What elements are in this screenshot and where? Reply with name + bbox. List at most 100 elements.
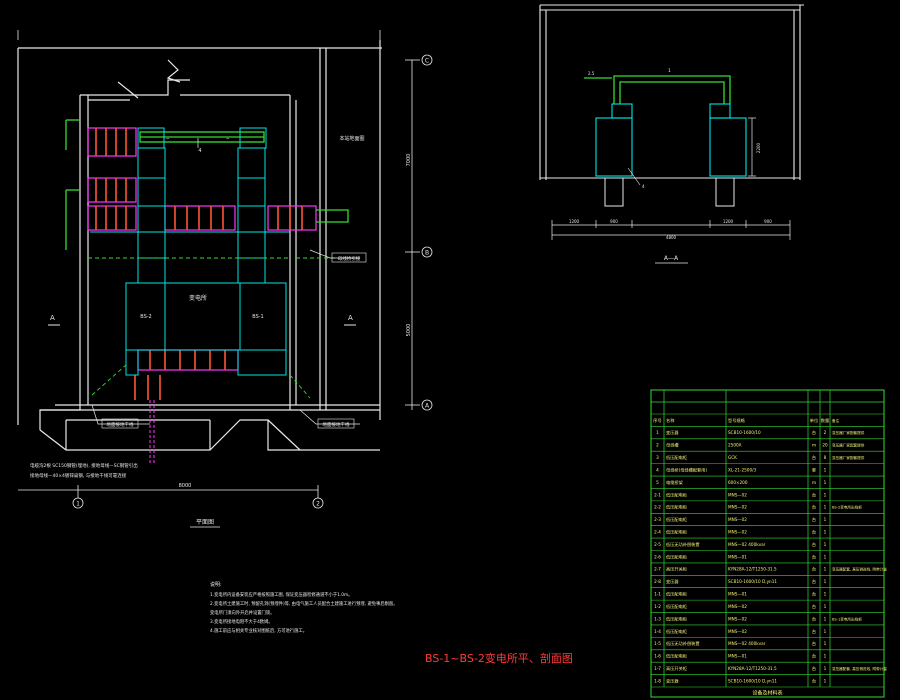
table-cell: SCB10-1600/10 D,yn11 (728, 678, 777, 683)
section-caption: A—A (664, 255, 679, 262)
table-cell: 1-1 (654, 592, 661, 597)
transformer-room (125, 282, 287, 351)
axis-bubble-2 (312, 497, 324, 509)
section-transformer-right (709, 117, 747, 177)
lineup-right (237, 147, 266, 284)
table-cell: 1 (824, 666, 827, 671)
table-cell: MNS—02 (728, 517, 747, 522)
table-cell: 低压无功补偿装置 (666, 541, 700, 548)
table-cell: 1-8 (654, 678, 661, 683)
cable-trays (87, 127, 317, 465)
plan-view: C B A 1 2 8000 7000 5000 (17, 30, 433, 528)
lineup-left (137, 147, 166, 284)
table-cell: 台 (812, 677, 816, 684)
plan-walls (17, 40, 382, 451)
table-cell: 1 (824, 480, 827, 485)
table-cell: m (812, 443, 816, 448)
section-cut-label-right: A (348, 314, 353, 322)
table-cell: 台 (812, 516, 816, 523)
table-cell: MNS—02 (728, 492, 747, 497)
table-cell: 1 (824, 467, 827, 472)
callout-right: 地面接地干线 (323, 421, 350, 428)
section-leader (627, 167, 641, 186)
axis-bubbles (72, 54, 433, 509)
table-header-cell: 型号规格 (728, 417, 746, 424)
note-item-3: 变电所门须向外开启并设置门锁。 (210, 609, 274, 616)
table-cell: 1-6 (654, 654, 661, 659)
table-cell: 2-2 (654, 505, 661, 510)
table-cell: BS-1变电所出线柜 (832, 616, 862, 621)
cable-tray-right (267, 205, 317, 231)
section-dimensions (551, 117, 791, 240)
section-bus-tag: 1 (668, 68, 671, 74)
plan-dim-right-lower: 5000 (406, 324, 412, 337)
transformer-bases (604, 177, 735, 207)
note-item-5: 4.施工前应与相关专业核对图纸后, 方可进行施工。 (210, 627, 307, 634)
axis-label-c: C (425, 58, 429, 65)
table-cell: 台 (812, 653, 816, 660)
bus-ducts (65, 119, 349, 250)
callout-box-right (317, 418, 355, 429)
room-label: 变电所 (189, 294, 207, 302)
table-cell: 低压配电柜 (666, 454, 687, 461)
axis-bubble-b (421, 246, 433, 258)
callout-box-left (101, 418, 139, 429)
table-cell: m (812, 480, 816, 485)
table-cell: 1 (824, 604, 827, 609)
plan-caption: 平面图 (196, 519, 214, 526)
table-cell: 1-7 (654, 666, 661, 671)
table-cell: 2-4 (654, 529, 661, 534)
table-cell: 1 (824, 641, 827, 646)
section-transformers (595, 103, 747, 177)
table-cell: GCK (728, 455, 737, 460)
svg-text:~: ~ (166, 136, 169, 141)
table-cell: SCB10-1600/10 D,yn11 (728, 579, 777, 584)
axis-label-1: 1 (76, 501, 80, 508)
table-frame (650, 389, 885, 698)
section-tag-a: 4 (642, 184, 645, 189)
axis-bubble-a (421, 399, 433, 411)
table-cell: 台 (812, 578, 816, 585)
table-cell: 2500A (728, 443, 742, 448)
section-left-tag: 2.5 (588, 71, 595, 76)
table-cell: 20 (822, 443, 828, 448)
table-cell: 台 (812, 640, 816, 647)
cable-tray-upper-left (87, 127, 137, 157)
table-cell: 1-3 (654, 616, 661, 621)
table-cell: MNS—01 (728, 554, 747, 559)
table-cell: 变压器厂家配套提供 (832, 455, 865, 460)
plan-dim-right-upper: 7000 (406, 154, 412, 167)
table-cell: 1 (824, 554, 827, 559)
cabinet-top-right (239, 127, 267, 149)
right-note: 本站地面图 (339, 135, 364, 142)
table-cell: 低压配电柜 (666, 591, 687, 598)
table-cell: KYN28A-12/T1250-31.5 (728, 567, 777, 572)
table-cell: 低压配电柜 (666, 653, 687, 660)
section-dim-seg-3: 1200 (723, 219, 734, 224)
plan-dimensions (17, 30, 420, 498)
table-cell: 低压无功补偿装置 (666, 640, 700, 647)
cable-tray-bottom (137, 349, 239, 371)
table-cell: 低压配电柜 (666, 615, 687, 622)
table-cell: 5 (656, 480, 659, 485)
table-cell: 台 (812, 591, 816, 598)
section-transformer-left (595, 117, 633, 177)
table-cell: 1 (824, 579, 827, 584)
table-cell: 台 (812, 553, 816, 560)
table-cell: 台 (812, 665, 816, 672)
table-cell: 母线桥(母线槽配套用) (666, 466, 707, 473)
section-bus-duct (584, 75, 731, 104)
table-cell: 低压配电柜 (666, 628, 687, 635)
table-cell: MNS—02 (728, 505, 747, 510)
table-cell: 低压配电柜 (666, 516, 687, 523)
table-cell: 变压器厂家配套提供 (832, 443, 865, 448)
table-cell: 变压器厂家配套提供 (832, 430, 865, 435)
table-cell: 600×200 (728, 480, 748, 485)
table-cell: 台 (812, 628, 816, 635)
table-cell: 高压开关柜 (666, 566, 687, 573)
table-cell: 1 (824, 629, 827, 634)
table-cell: 母线槽 (666, 442, 679, 449)
table-cell: MNS—02 (728, 616, 747, 621)
table-cell: 低压配电柜 (666, 504, 687, 511)
